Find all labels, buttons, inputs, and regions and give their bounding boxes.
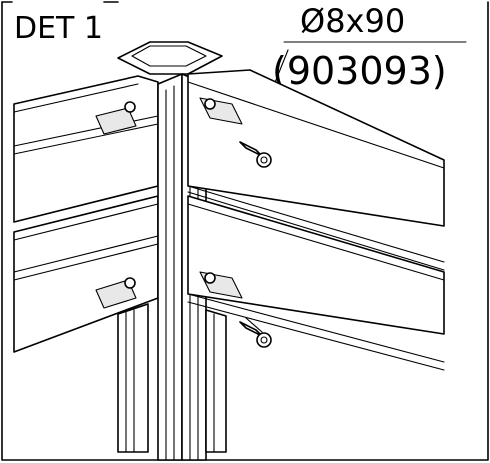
part-number-text: (903093) <box>272 49 447 93</box>
right-panel-bottom <box>187 195 445 371</box>
detail-label: DET 1 <box>14 11 103 46</box>
bolt-head-icon <box>124 101 136 113</box>
left-panel-top <box>13 75 159 223</box>
lower-bolt-arrow <box>245 317 263 333</box>
right-panel-top <box>187 69 445 271</box>
left-panel-bottom <box>13 195 159 353</box>
bolt-callout: Ø8x90 (903093) <box>251 2 467 141</box>
post-legs <box>117 303 227 453</box>
bracket-left-top <box>95 107 137 135</box>
bolt-size-text: Ø8x90 <box>300 2 405 40</box>
bolt-head-icon <box>204 272 216 284</box>
bolt-head-icon <box>204 98 216 110</box>
bolt-icon <box>256 152 272 168</box>
bolt-head-icon <box>124 277 136 289</box>
post-cap <box>117 41 223 75</box>
bolt-icon <box>256 332 272 348</box>
